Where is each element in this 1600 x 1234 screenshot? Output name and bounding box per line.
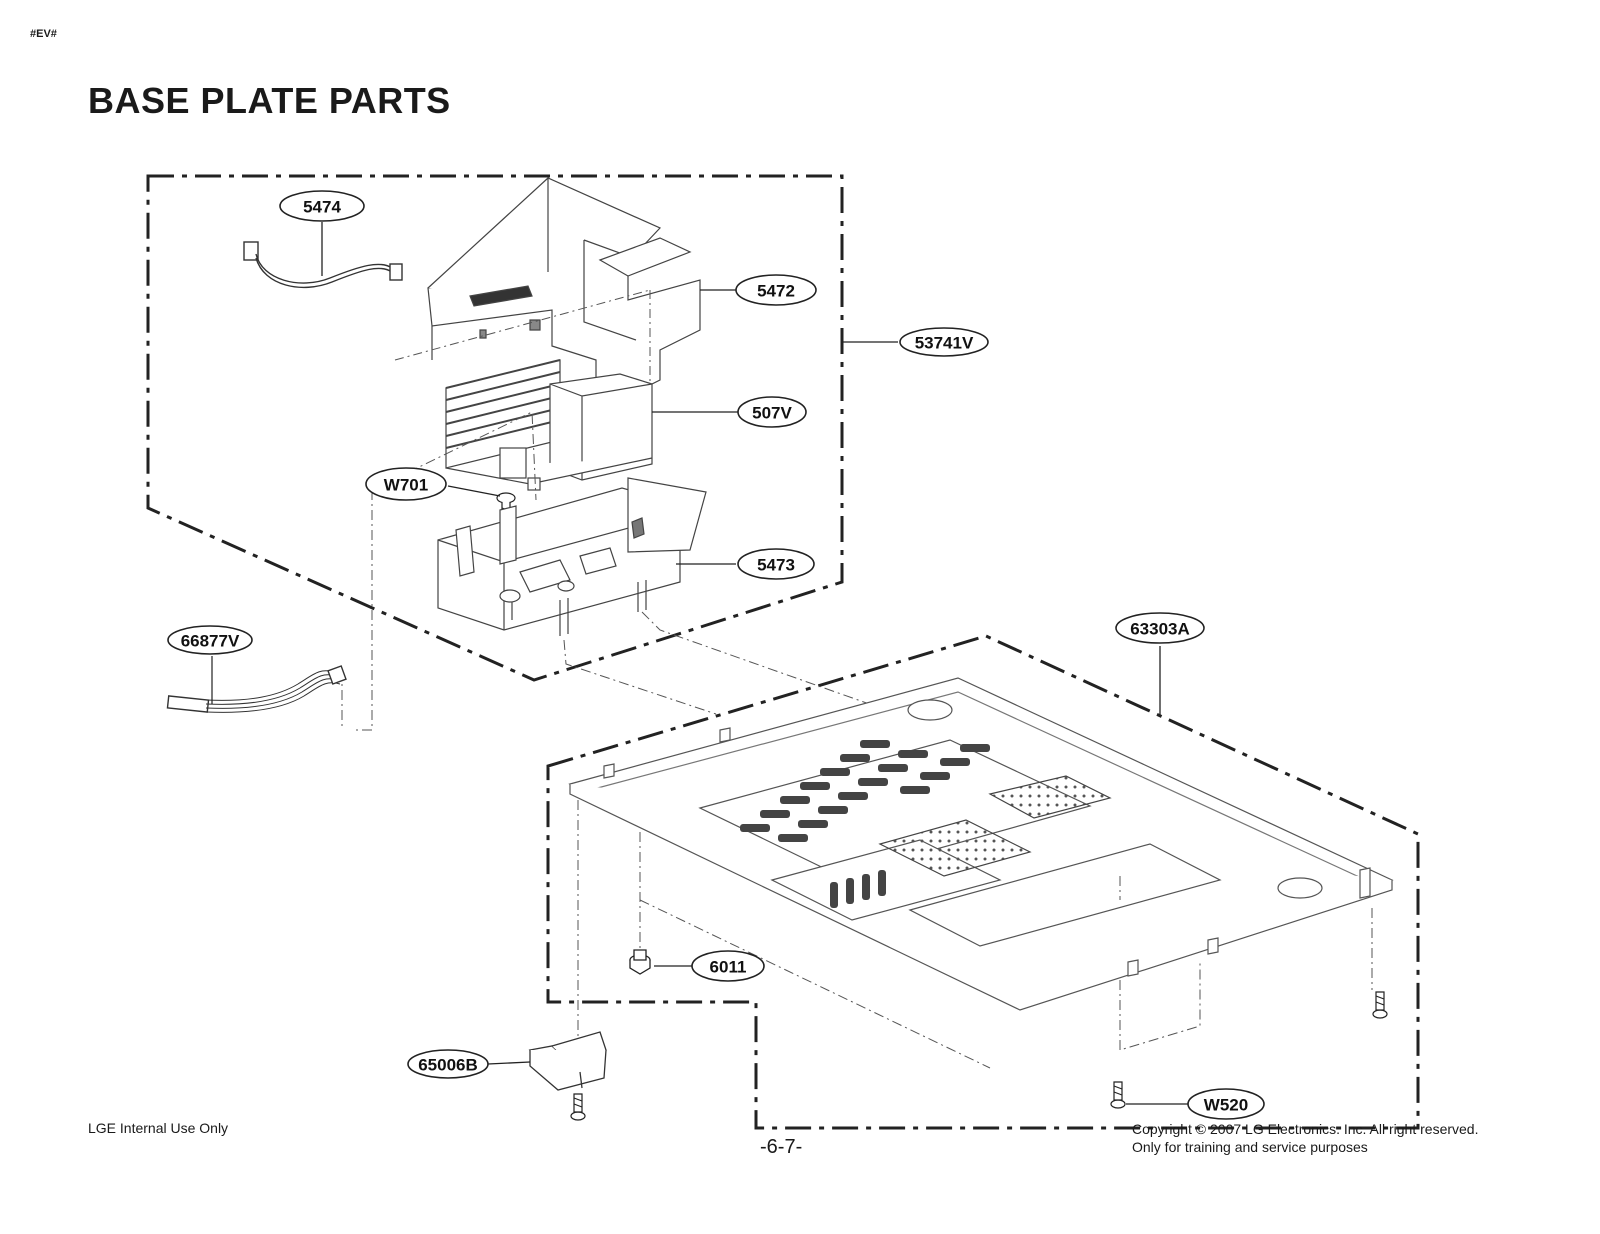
- footer-internal-use: LGE Internal Use Only: [88, 1120, 229, 1136]
- shield-cover-5472: [427, 177, 701, 393]
- screw-bottom-right-icon: [1372, 991, 1388, 1019]
- callout-5473: 5473: [757, 556, 795, 575]
- callout-507V: 507V: [752, 404, 792, 423]
- callout-W701: W701: [384, 476, 428, 495]
- footer-copyright-block: Copyright © 2007 LG Electronics. Inc. Al…: [1132, 1120, 1478, 1156]
- page-title: BASE PLATE PARTS: [88, 80, 451, 121]
- callout-53741V: 53741V: [915, 334, 974, 353]
- callout-5474: 5474: [303, 198, 341, 217]
- callout-leaders: [321, 222, 1188, 1105]
- transformer-507V: [445, 359, 653, 491]
- base-plate-63303A: [568, 677, 1394, 1011]
- footer-copyright: Copyright © 2007 LG Electronics. Inc. Al…: [1132, 1121, 1479, 1137]
- rubber-foot-6011: [629, 949, 651, 975]
- page-number: -6-7-: [760, 1136, 803, 1158]
- callout-66877V: 66877V: [181, 632, 240, 651]
- callout-65006B: 65006B: [418, 1056, 478, 1075]
- base-plate-group-outline: [546, 634, 1420, 1130]
- mounting-bracket-5473: [437, 477, 707, 636]
- screw-bottom-left-icon: [570, 1093, 586, 1121]
- wire-harness-5474: [243, 241, 403, 289]
- callout-6011: 6011: [710, 958, 747, 977]
- screw-W520: [1110, 1081, 1126, 1109]
- fastener-connector-lines: [577, 800, 1373, 1069]
- callout-63303A: 63303A: [1130, 620, 1190, 639]
- cover-clip-65006B: [528, 1031, 607, 1091]
- base-plate-vent-slots: [740, 740, 990, 908]
- assembly-53741V-outline: [146, 174, 844, 682]
- flat-cable-66877V: [166, 656, 347, 713]
- callout-bubbles: [167, 190, 1265, 1120]
- document-tag: #EV#: [30, 28, 57, 40]
- callout-W520: W520: [1204, 1096, 1248, 1115]
- callout-5472: 5472: [757, 282, 795, 301]
- footer-purpose: Only for training and service purposes: [1132, 1139, 1368, 1155]
